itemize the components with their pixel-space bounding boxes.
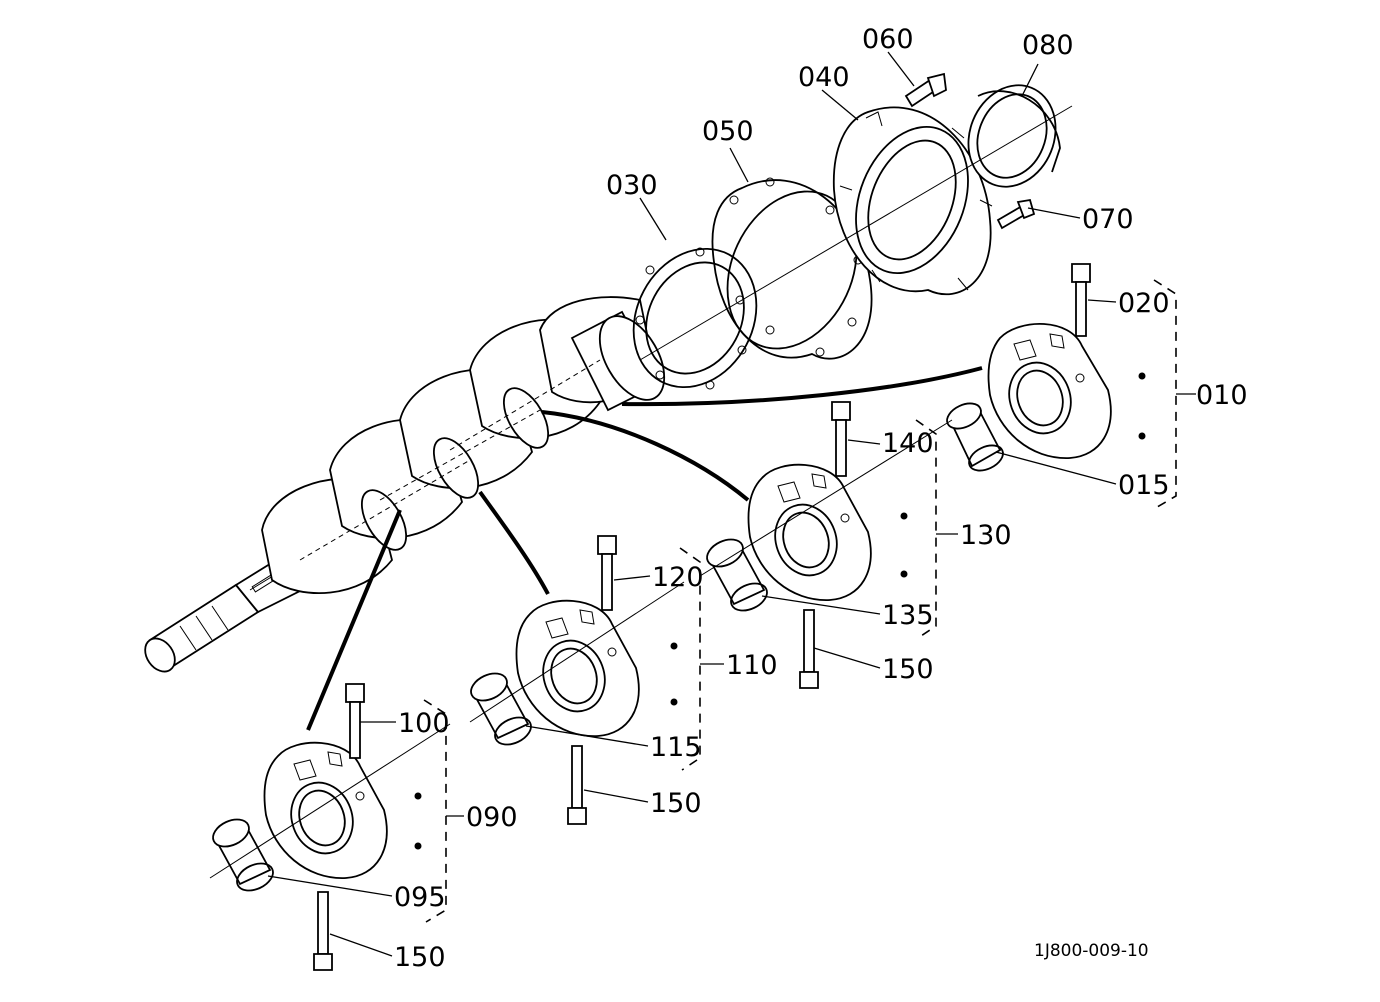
bolt-070: [996, 198, 1036, 230]
bearing-135: [706, 538, 768, 612]
main-bearing-case-090: [263, 741, 388, 879]
leader-lines: [267, 51, 1196, 957]
assembly-arrows: [306, 366, 983, 731]
label-095: 095: [394, 882, 446, 913]
bolt-020: [1071, 263, 1091, 337]
bolt-150-middle: [567, 745, 587, 825]
crankshaft: [144, 296, 666, 673]
label-110: 110: [726, 650, 778, 681]
label-150-right: 150: [882, 654, 934, 685]
bolt-100: [345, 683, 365, 759]
label-150-middle: 150: [650, 788, 702, 819]
label-115: 115: [650, 732, 702, 763]
oil-seal-080: [967, 84, 1061, 188]
bolt-150-right: [799, 609, 819, 689]
drawing-code: 1J800-009-10: [1034, 941, 1149, 961]
label-050: 050: [702, 116, 754, 147]
label-060: 060: [862, 24, 914, 55]
bolt-120: [597, 535, 617, 611]
label-150-left: 150: [394, 942, 446, 973]
reference-dots: [414, 372, 1146, 850]
bolt-060: [904, 72, 947, 108]
label-135: 135: [882, 600, 934, 631]
rear-cover-040: [832, 106, 993, 296]
label-070: 070: [1082, 204, 1134, 235]
bolt-150-left: [313, 891, 333, 971]
label-040: 040: [798, 62, 850, 93]
label-140: 140: [882, 428, 934, 459]
label-090: 090: [466, 802, 518, 833]
label-010: 010: [1196, 380, 1248, 411]
bearing-095: [212, 818, 274, 892]
label-015: 015: [1118, 470, 1170, 501]
label-100: 100: [398, 708, 450, 739]
bolt-140: [831, 401, 851, 477]
bearing-115: [470, 672, 532, 746]
label-130: 130: [960, 520, 1012, 551]
gasket-030: [632, 247, 758, 390]
label-080: 080: [1022, 30, 1074, 61]
main-bearing-case-010: [987, 322, 1112, 459]
main-bearing-case-130: [747, 463, 872, 601]
label-030: 030: [606, 170, 658, 201]
label-120: 120: [652, 562, 704, 593]
label-020: 020: [1118, 288, 1170, 319]
bearing-015: [946, 402, 1004, 472]
main-bearing-case-110: [515, 599, 640, 737]
